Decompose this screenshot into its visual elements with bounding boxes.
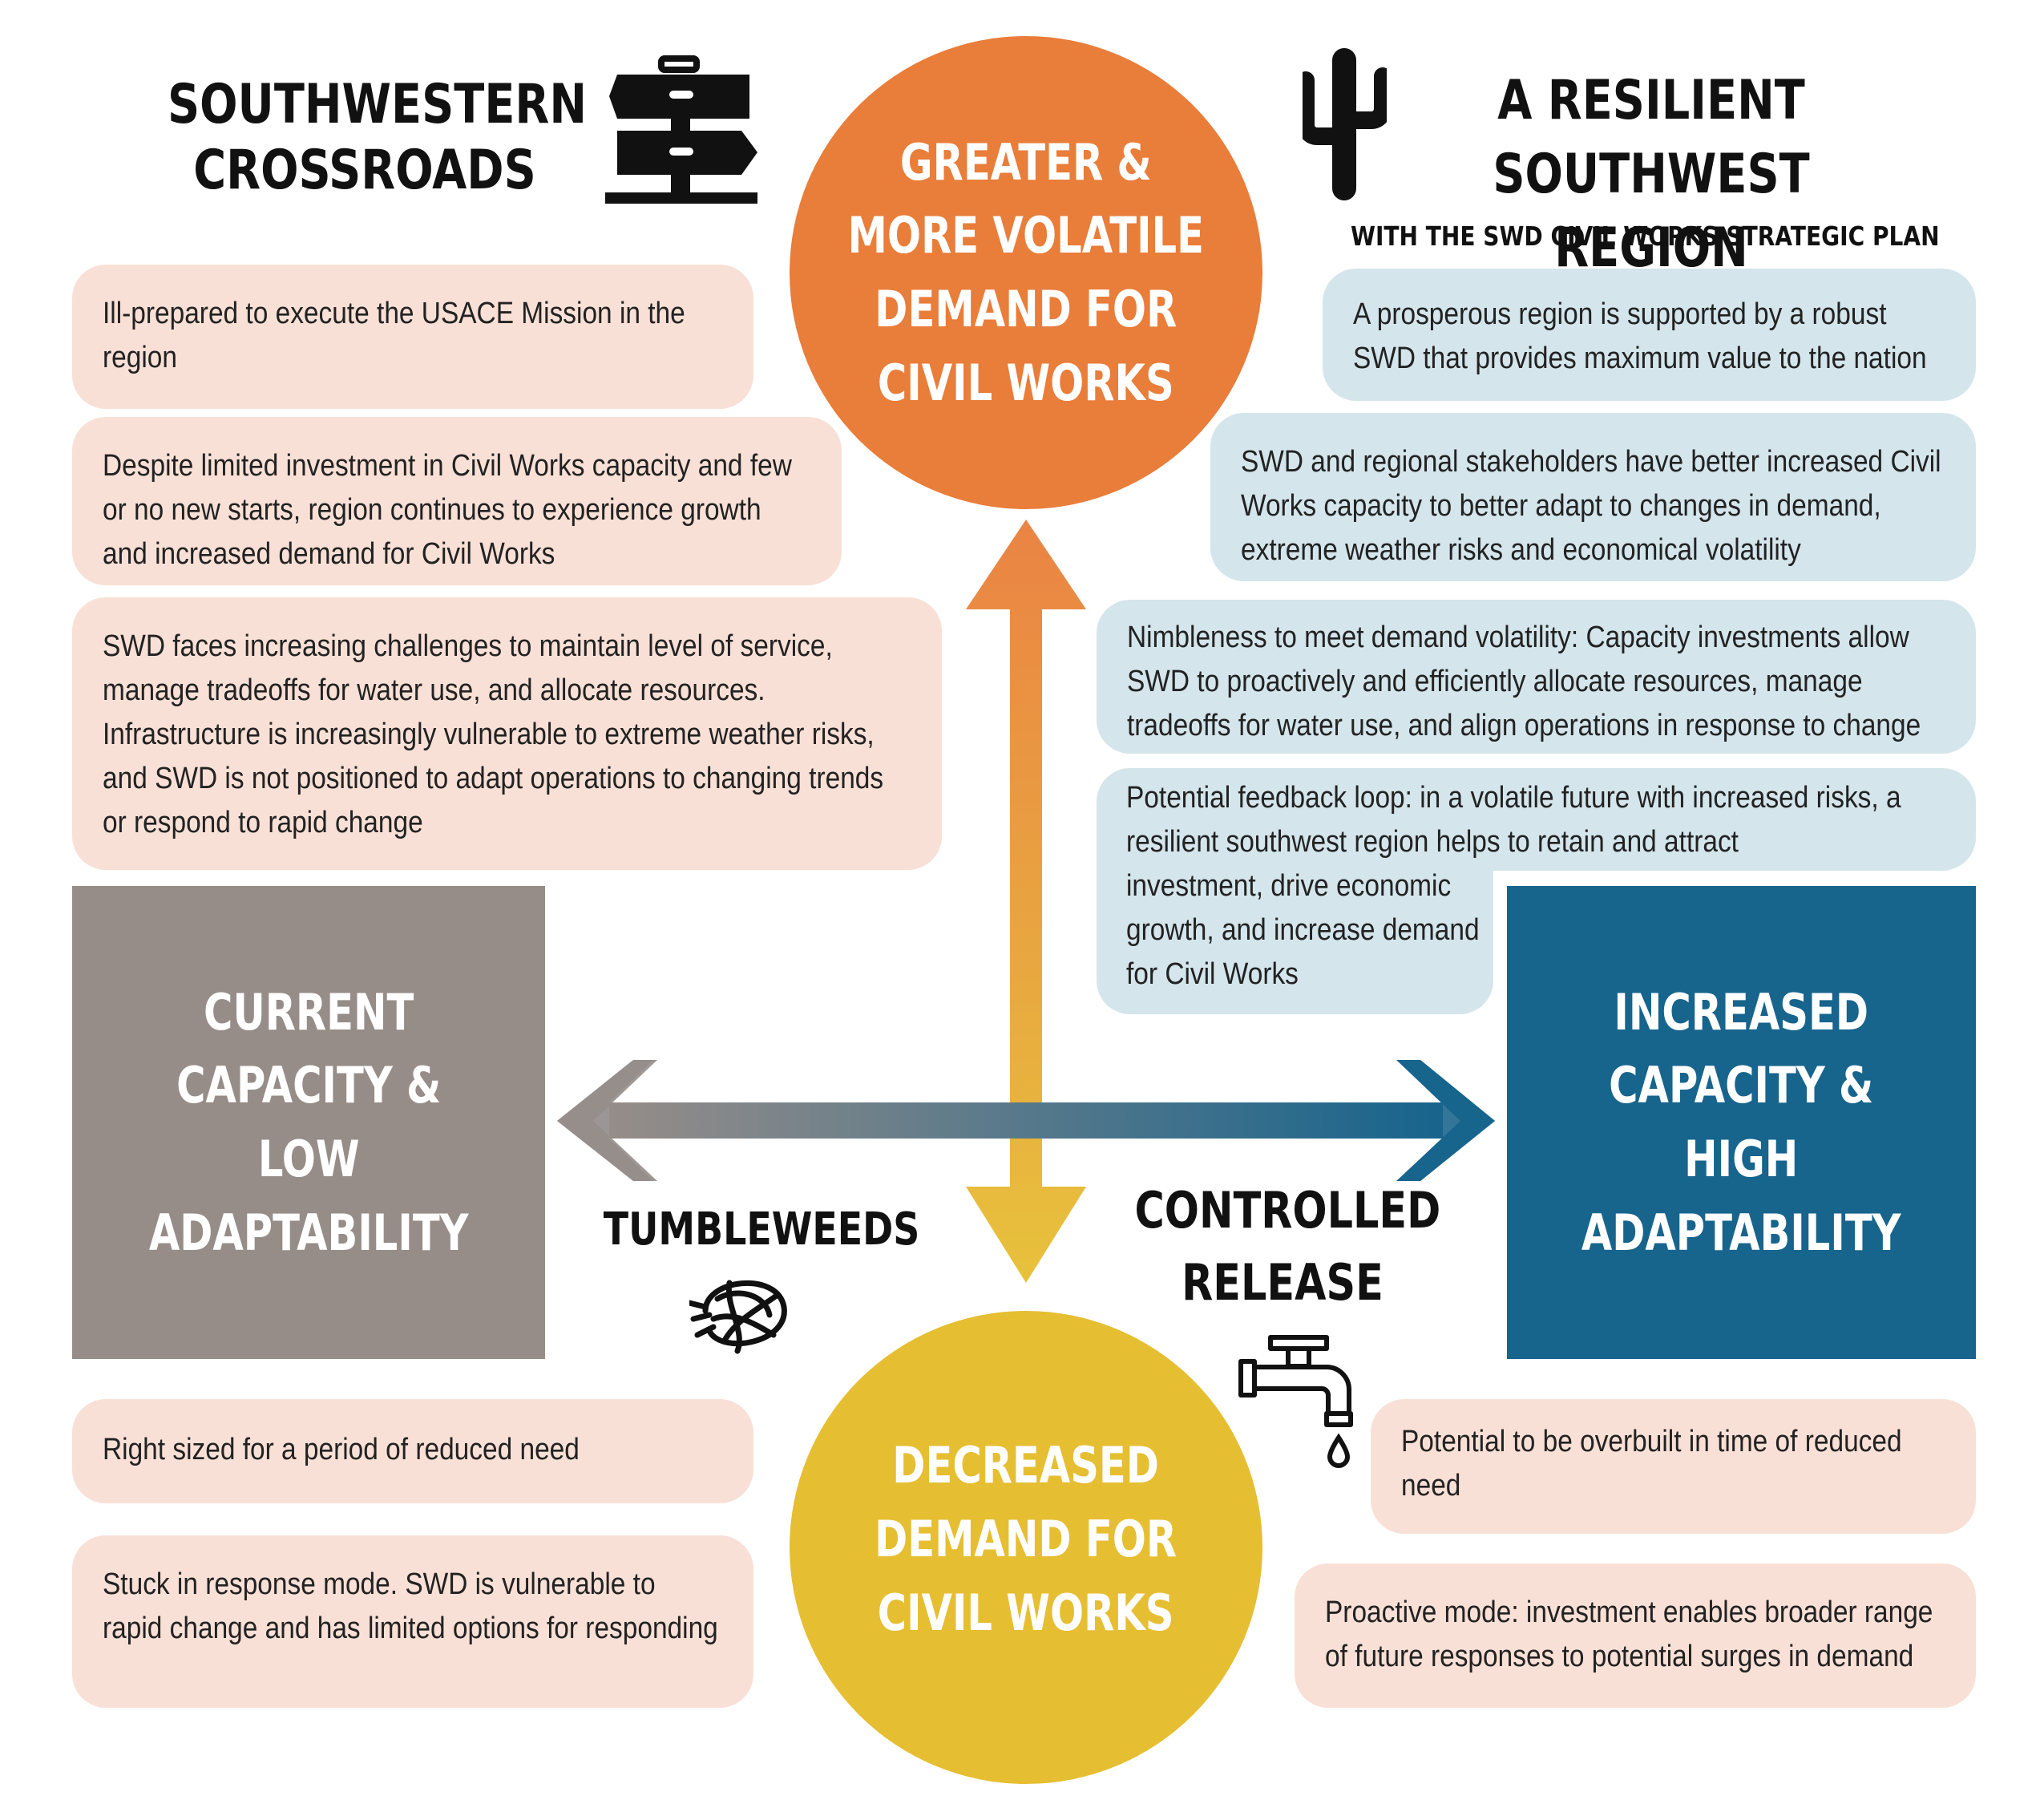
greater-demand-circle: GREATER & MORE VOLATILE DEMAND FOR CIVIL… xyxy=(790,36,1262,509)
top-left-box-3: SWD faces increasing challenges to maint… xyxy=(72,597,942,870)
header-right-title: A RESILIENT SOUTHWEST REGION xyxy=(1493,69,1810,280)
bottom-left-box-1: Right sized for a period of reduced need xyxy=(72,1399,753,1503)
top-right-box-2: SWD and regional stakeholders have bette… xyxy=(1210,413,1976,581)
signpost-icon xyxy=(605,55,757,204)
decreased-demand-label: DECREASED DEMAND FOR CIVIL WORKS xyxy=(875,1436,1178,1642)
top-left-box-2: Despite limited investment in Civil Work… xyxy=(72,417,842,585)
bottom-right-box-2: Proactive mode: investment enables broad… xyxy=(1295,1563,1976,1708)
faucet-icon xyxy=(1238,1335,1353,1468)
cactus-icon xyxy=(1303,48,1387,200)
bottom-left-box-2: Stuck in response mode. SWD is vulnerabl… xyxy=(72,1535,753,1708)
top-right-box-3: Nimbleness to meet demand volatility: Ca… xyxy=(1097,600,1976,754)
current-capacity-square: CURRENT CAPACITY & LOW ADAPTABILITY xyxy=(72,886,545,1359)
greater-demand-label: GREATER & MORE VOLATILE DEMAND FOR CIVIL… xyxy=(847,132,1205,412)
increased-capacity-label: INCREASED CAPACITY & HIGH ADAPTABILITY xyxy=(1581,982,1901,1262)
top-right-box-1: A prosperous region is supported by a ro… xyxy=(1323,269,1976,401)
feedback-box-bottom xyxy=(1097,834,1493,1014)
bottom-right-box-1: Potential to be overbuilt in time of red… xyxy=(1371,1399,1976,1534)
top-left-box-1: Ill-prepared to execute the USACE Missio… xyxy=(72,265,753,409)
current-capacity-label: CURRENT CAPACITY & LOW ADAPTABILITY xyxy=(148,982,469,1262)
controlled-release-label: CONTROLLED RELEASE xyxy=(1134,1181,1441,1312)
increased-capacity-square: INCREASED CAPACITY & HIGH ADAPTABILITY xyxy=(1507,886,1976,1359)
top-right-box-4: Potential feedback loop: in a volatile f… xyxy=(1126,781,1901,992)
tumbleweed-icon xyxy=(689,1280,787,1354)
vertical-arrow xyxy=(966,520,1086,1283)
header-right-subtitle: WITH THE SWD CIVIL WORKS STRATEGIC PLAN xyxy=(1351,220,1940,252)
decreased-demand-circle: DECREASED DEMAND FOR CIVIL WORKS xyxy=(790,1311,1262,1784)
tumbleweeds-label: TUMBLEWEEDS xyxy=(603,1203,920,1256)
header-left-title: SOUTHWESTERN CROSSROADS xyxy=(168,73,588,202)
